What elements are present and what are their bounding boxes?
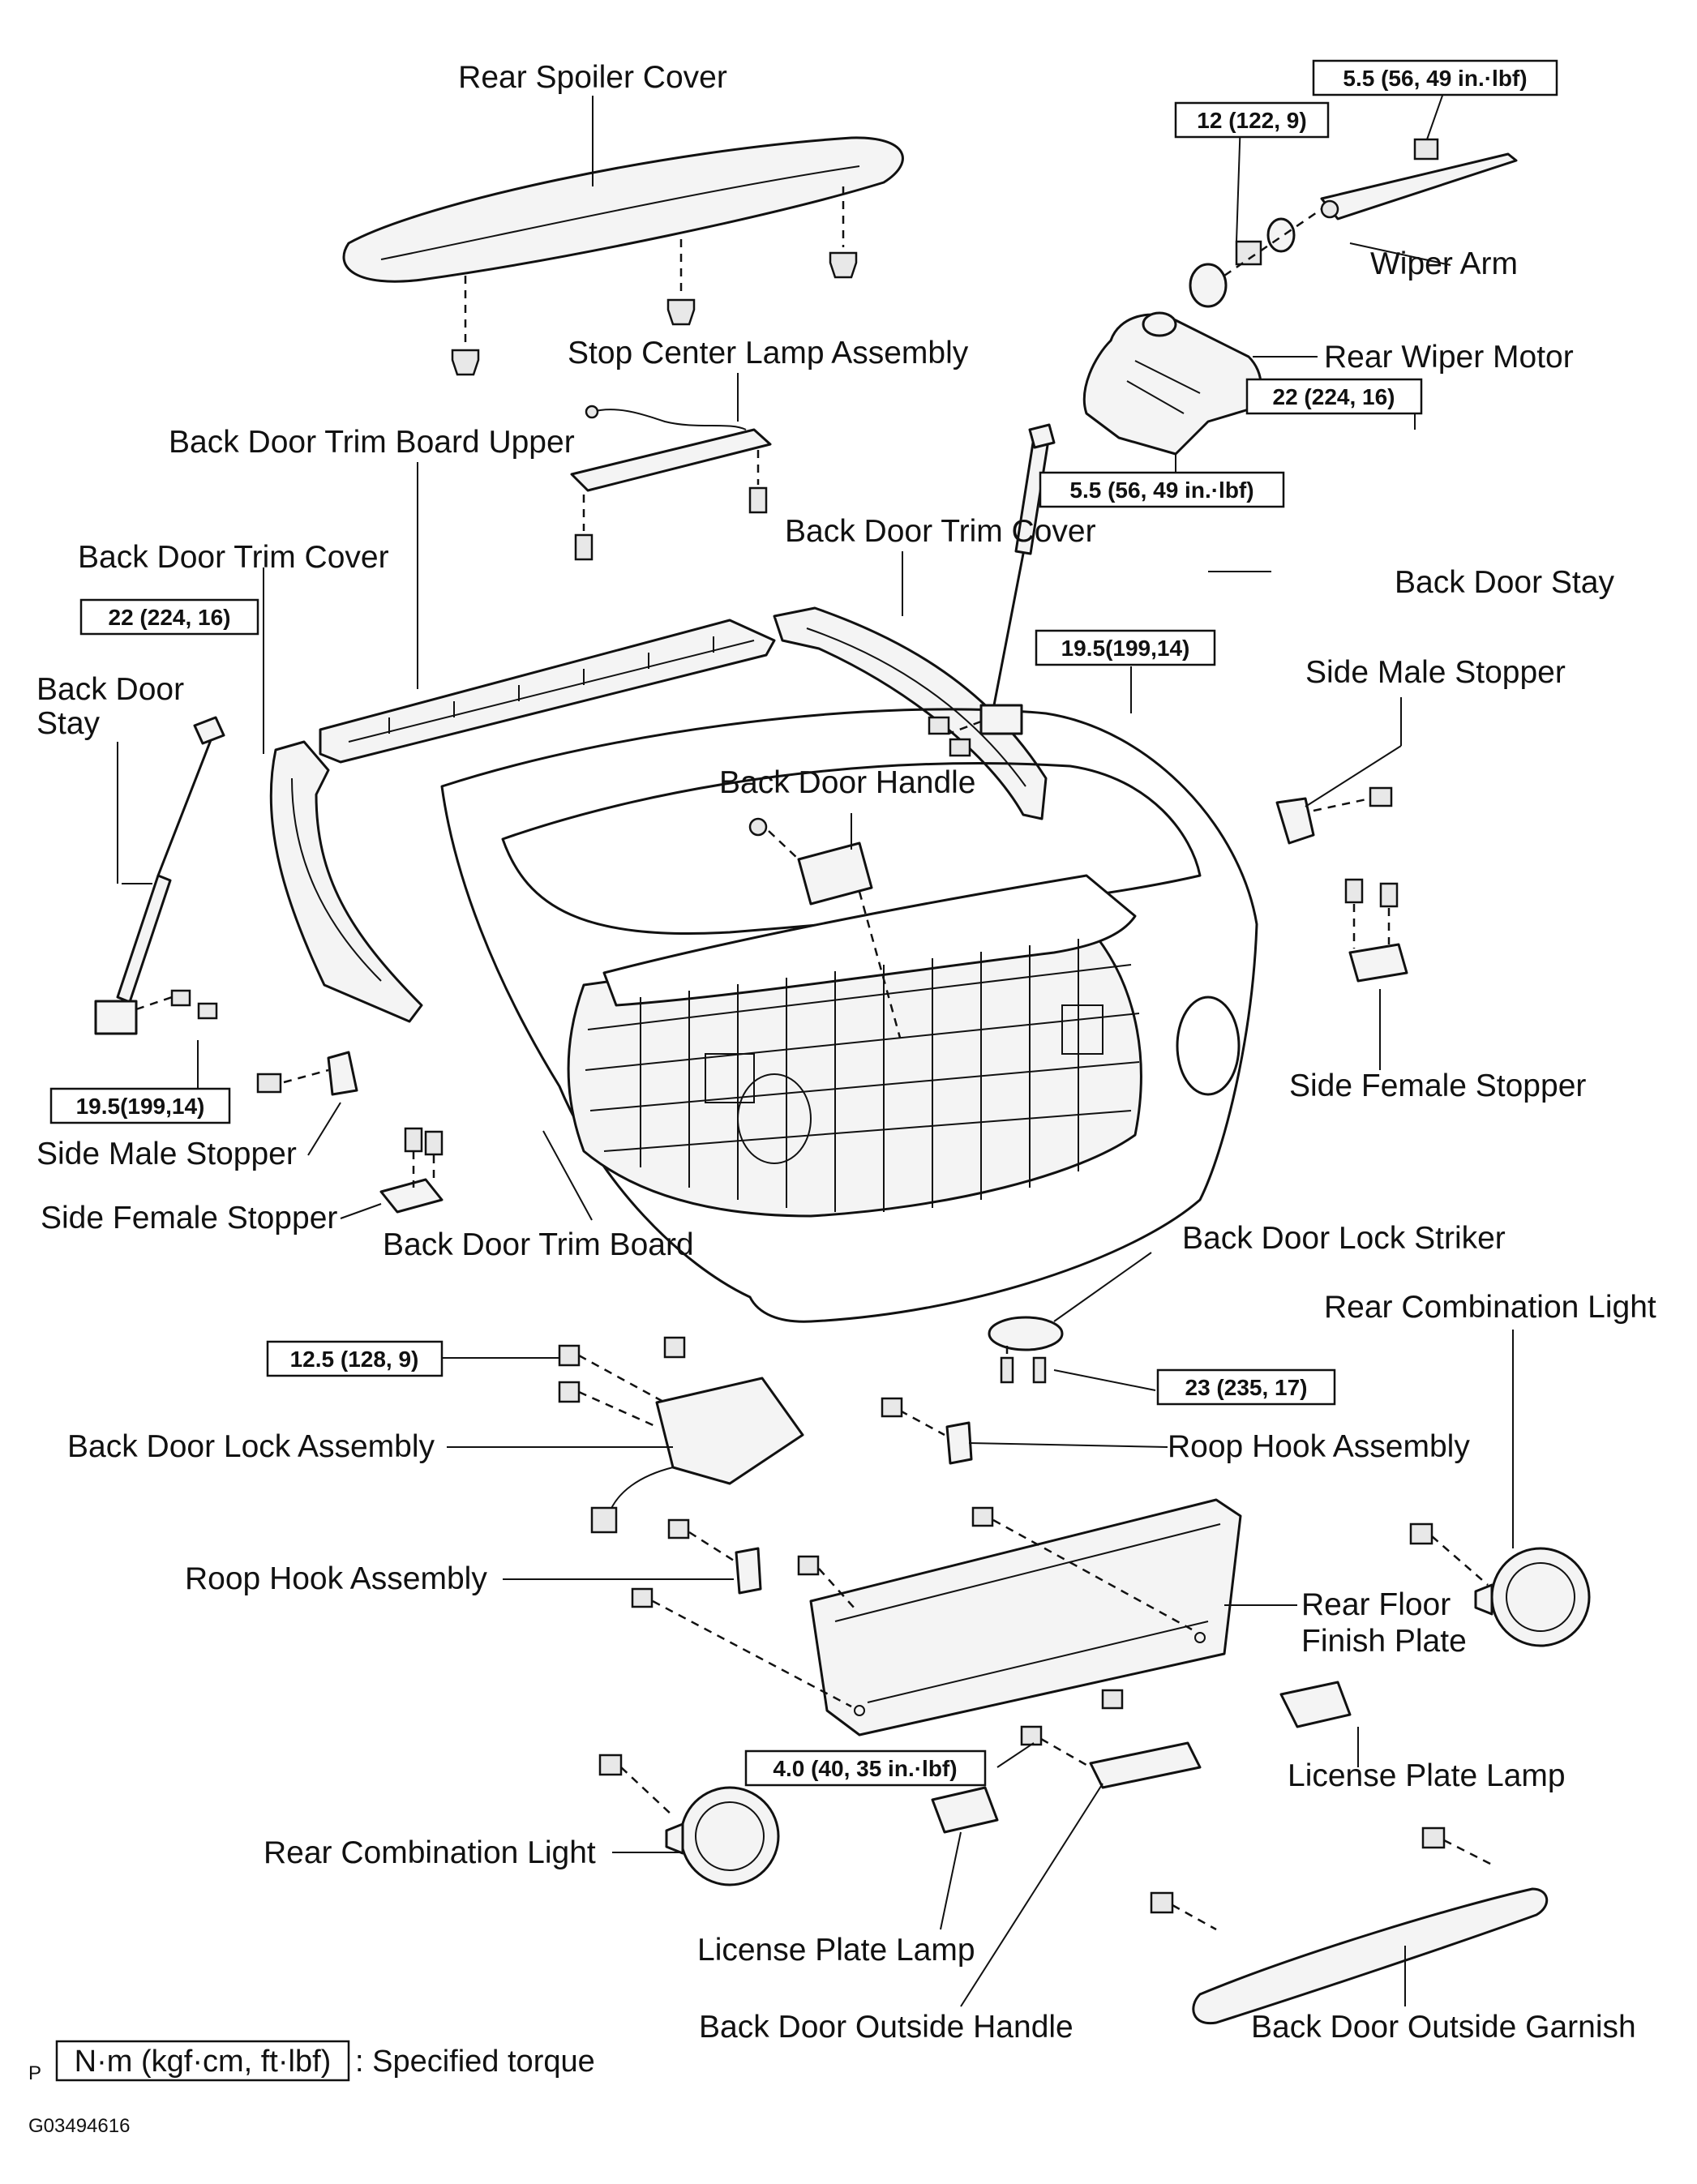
svg-text:12.5 (128, 9): 12.5 (128, 9) <box>290 1347 419 1372</box>
label-lock-assembly: Back Door Lock Assembly <box>67 1429 435 1464</box>
part-labels: Rear Spoiler Cover Stop Center Lamp Asse… <box>36 60 1656 2045</box>
svg-text:4.0 (40, 35 in.·lbf): 4.0 (40, 35 in.·lbf) <box>773 1756 957 1781</box>
license-plate-lamp-right-drawing <box>1279 1681 1352 1728</box>
rear-spoiler-cover-drawing <box>342 136 904 283</box>
label-license-plate-lamp-right: License Plate Lamp <box>1288 1758 1566 1793</box>
svg-text:22 (224, 16): 22 (224, 16) <box>109 605 231 630</box>
label-back-door-stay-left-1: Back Door <box>36 672 184 707</box>
legend-unit-text: N·m (kgf·cm, ft·lbf) <box>75 2045 332 2079</box>
back-door-handle-drawing <box>748 817 902 1038</box>
label-trim-board: Back Door Trim Board <box>383 1227 694 1262</box>
torque-wiper-motor-bolt: 5.5 (56, 49 in.·lbf) <box>1039 471 1285 508</box>
label-side-male-stopper-left: Side Male Stopper <box>36 1137 297 1171</box>
back-door-stay-left-drawing <box>94 716 225 1035</box>
svg-text:5.5 (56, 49 in.·lbf): 5.5 (56, 49 in.·lbf) <box>1069 477 1253 503</box>
label-back-door-stay-left-2: Stay <box>36 706 101 741</box>
legend-unit-box <box>55 2040 350 2082</box>
svg-text:23 (235, 17): 23 (235, 17) <box>1185 1375 1308 1400</box>
side-female-stopper-right-drawing <box>1344 878 1408 983</box>
label-rear-floor-finish-plate-2: Finish Plate <box>1301 1624 1467 1659</box>
back-door-stay-right-drawing <box>928 423 1056 757</box>
label-stop-center-lamp: Stop Center Lamp Assembly <box>568 336 969 370</box>
label-lock-striker: Back Door Lock Striker <box>1182 1221 1506 1256</box>
rear-wiper-motor-drawing <box>1082 311 1262 456</box>
legend-description: : Specified torque <box>355 2045 595 2079</box>
torque-stay-lower-left: 19.5(199,14) <box>49 1087 231 1124</box>
side-female-stopper-left-drawing <box>379 1127 444 1214</box>
rear-floor-finish-plate-drawing <box>631 1498 1242 1736</box>
rear-combination-light-left-drawing <box>598 1754 780 1886</box>
torque-stay-upper-right: 22 (224, 16) <box>1245 378 1423 415</box>
label-rear-spoiler-cover: Rear Spoiler Cover <box>458 60 727 95</box>
svg-text:12 (122, 9): 12 (122, 9) <box>1197 108 1306 133</box>
label-license-plate-lamp-left: License Plate Lamp <box>697 1933 975 1968</box>
label-wiper-arm: Wiper Arm <box>1370 246 1518 281</box>
label-back-door-outside-garnish: Back Door Outside Garnish <box>1251 2010 1636 2045</box>
rear-combination-light-right-drawing <box>1409 1522 1591 1647</box>
stop-center-lamp-drawing <box>570 405 772 561</box>
spoiler-clips <box>451 186 858 376</box>
torque-wiper-pivot-nut: 12 (122, 9) <box>1174 101 1330 139</box>
trim-board-drawing <box>567 874 1142 1218</box>
legend-prefix: P <box>28 2062 41 2084</box>
label-side-female-stopper-left: Side Female Stopper <box>41 1201 337 1235</box>
label-rear-wiper-motor: Rear Wiper Motor <box>1324 340 1574 375</box>
figure-code: G03494616 <box>28 2115 130 2137</box>
label-back-door-stay-right: Back Door Stay <box>1395 565 1614 600</box>
label-rear-combination-light-right: Rear Combination Light <box>1324 1290 1656 1325</box>
svg-text:22 (224, 16): 22 (224, 16) <box>1273 384 1395 409</box>
label-back-door-outside-handle: Back Door Outside Handle <box>699 2010 1073 2045</box>
torque-legend: P N·m (kgf·cm, ft·lbf) : Specified torqu… <box>28 2040 595 2084</box>
torque-finish-plate-screw: 4.0 (40, 35 in.·lbf) <box>744 1749 987 1787</box>
svg-text:19.5(199,14): 19.5(199,14) <box>76 1094 205 1119</box>
label-roop-hook-left: Roop Hook Assembly <box>185 1561 487 1596</box>
label-trim-cover-left: Back Door Trim Cover <box>78 540 389 575</box>
label-rear-floor-finish-plate-1: Rear Floor <box>1301 1587 1451 1622</box>
roop-hook-right-drawing <box>881 1397 973 1465</box>
torque-stay-lower-right: 19.5(199,14) <box>1035 629 1216 666</box>
label-trim-board-upper: Back Door Trim Board Upper <box>169 425 575 460</box>
svg-text:5.5 (56, 49 in.·lbf): 5.5 (56, 49 in.·lbf) <box>1343 66 1527 91</box>
label-side-male-stopper-right: Side Male Stopper <box>1305 655 1566 690</box>
label-trim-cover-right: Back Door Trim Cover <box>785 514 1096 549</box>
back-door-lock-striker-drawing <box>988 1316 1064 1384</box>
side-male-stopper-left-drawing <box>256 1051 358 1096</box>
torque-lock-striker-bolt: 23 (235, 17) <box>1156 1368 1336 1406</box>
back-door-lock-assembly-drawing <box>558 1336 804 1534</box>
label-rear-combination-light-left: Rear Combination Light <box>264 1835 596 1870</box>
roop-hook-left-drawing <box>667 1518 762 1595</box>
trim-cover-left-drawing <box>269 740 423 1023</box>
side-male-stopper-right-drawing <box>1275 786 1393 845</box>
torque-stay-upper-left: 22 (224, 16) <box>79 598 259 636</box>
trim-board-upper-drawing <box>319 619 776 764</box>
svg-text:19.5(199,14): 19.5(199,14) <box>1061 636 1190 661</box>
torque-lock-assembly-bolt: 12.5 (128, 9) <box>266 1340 444 1377</box>
torque-wiper-arm-nut: 5.5 (56, 49 in.·lbf) <box>1312 59 1558 96</box>
back-door-outside-garnish-drawing <box>1150 1826 1548 2025</box>
torque-callouts: 5.5 (56, 49 in.·lbf) 12 (122, 9) 22 (224… <box>49 59 1558 1787</box>
back-door-outside-handle-drawing <box>1020 1689 1202 1789</box>
label-back-door-handle: Back Door Handle <box>719 765 976 800</box>
license-plate-lamp-left-drawing <box>931 1786 999 1834</box>
leader-lines <box>117 92 1514 2007</box>
label-roop-hook-right: Roop Hook Assembly <box>1168 1429 1470 1464</box>
wiper-arm-drawing <box>1189 138 1518 308</box>
label-side-female-stopper-right: Side Female Stopper <box>1289 1068 1586 1103</box>
